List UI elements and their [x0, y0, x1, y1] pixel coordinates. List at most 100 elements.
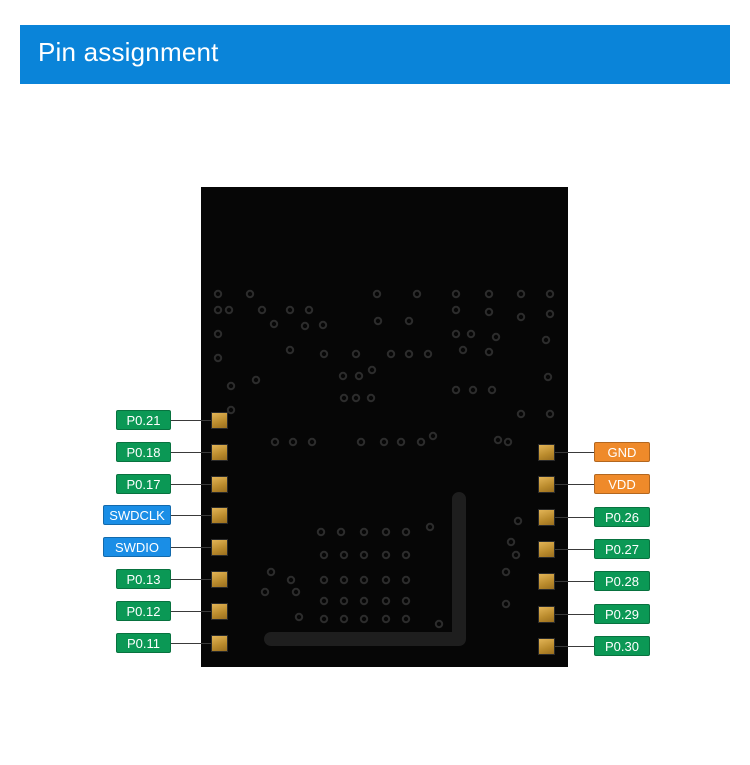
- via: [287, 347, 293, 353]
- via: [341, 616, 347, 622]
- right-pin-label: VDD: [594, 474, 650, 494]
- via: [361, 616, 367, 622]
- via: [547, 291, 553, 297]
- via: [383, 598, 389, 604]
- via: [271, 321, 277, 327]
- left-pin-leader: [171, 547, 211, 548]
- via: [547, 411, 553, 417]
- via: [358, 439, 364, 445]
- via: [321, 351, 327, 357]
- via: [398, 439, 404, 445]
- via: [215, 355, 221, 361]
- via: [321, 598, 327, 604]
- via: [503, 569, 509, 575]
- via: [321, 577, 327, 583]
- left-pin-pad: [211, 507, 228, 524]
- via: [503, 601, 509, 607]
- via: [296, 614, 302, 620]
- left-pin-label: P0.11: [116, 633, 171, 653]
- via: [341, 552, 347, 558]
- via: [403, 598, 409, 604]
- via: [543, 337, 549, 343]
- via: [361, 552, 367, 558]
- via: [383, 577, 389, 583]
- via: [414, 291, 420, 297]
- via: [228, 407, 234, 413]
- via: [247, 291, 253, 297]
- right-pin-pad: [538, 573, 555, 590]
- via: [293, 589, 299, 595]
- via: [287, 307, 293, 313]
- left-pin-label: P0.21: [116, 410, 171, 430]
- via: [453, 387, 459, 393]
- via: [470, 387, 476, 393]
- via: [321, 552, 327, 558]
- via: [486, 309, 492, 315]
- via: [361, 598, 367, 604]
- via: [493, 334, 499, 340]
- via: [468, 331, 474, 337]
- left-pin-label: P0.13: [116, 569, 171, 589]
- right-pin-pad: [538, 509, 555, 526]
- right-pin-pad: [538, 638, 555, 655]
- via: [403, 577, 409, 583]
- title-banner: Pin assignment: [20, 25, 730, 84]
- left-pin-leader: [171, 515, 211, 516]
- via: [215, 291, 221, 297]
- ground-trace: [271, 499, 459, 639]
- right-pin-pad: [538, 476, 555, 493]
- via: [508, 539, 514, 545]
- right-pin-leader: [555, 452, 594, 453]
- via: [341, 598, 347, 604]
- via: [381, 439, 387, 445]
- via: [486, 349, 492, 355]
- via: [383, 616, 389, 622]
- module-pcb-artwork: [201, 187, 568, 667]
- via: [338, 529, 344, 535]
- left-pin-leader: [171, 643, 211, 644]
- left-pin-label: P0.17: [116, 474, 171, 494]
- left-pin-leader: [171, 579, 211, 580]
- via: [226, 307, 232, 313]
- right-pin-label: P0.29: [594, 604, 650, 624]
- via: [545, 374, 551, 380]
- via: [403, 552, 409, 558]
- via: [418, 439, 424, 445]
- right-pin-leader: [555, 484, 594, 485]
- page-title: Pin assignment: [38, 37, 219, 68]
- via: [427, 524, 433, 530]
- via: [436, 621, 442, 627]
- left-pin-leader: [171, 484, 211, 485]
- right-pin-leader: [555, 517, 594, 518]
- via: [361, 529, 367, 535]
- via: [215, 307, 221, 313]
- via: [505, 439, 511, 445]
- via: [403, 529, 409, 535]
- left-pin-leader: [171, 452, 211, 453]
- via: [288, 577, 294, 583]
- via: [453, 331, 459, 337]
- via: [460, 347, 466, 353]
- via: [368, 395, 374, 401]
- via: [383, 529, 389, 535]
- left-pin-pad: [211, 603, 228, 620]
- via: [302, 323, 308, 329]
- via: [515, 518, 521, 524]
- via: [321, 616, 327, 622]
- right-pin-leader: [555, 549, 594, 550]
- left-pin-pad: [211, 635, 228, 652]
- via: [228, 383, 234, 389]
- via: [489, 387, 495, 393]
- via: [374, 291, 380, 297]
- via: [353, 395, 359, 401]
- via: [353, 351, 359, 357]
- via: [388, 351, 394, 357]
- left-pin-pad: [211, 412, 228, 429]
- right-pin-leader: [555, 581, 594, 582]
- via: [272, 439, 278, 445]
- via: [268, 569, 274, 575]
- right-pin-leader: [555, 646, 594, 647]
- left-pin-label: P0.18: [116, 442, 171, 462]
- left-pin-leader: [171, 420, 211, 421]
- right-pin-pad: [538, 606, 555, 623]
